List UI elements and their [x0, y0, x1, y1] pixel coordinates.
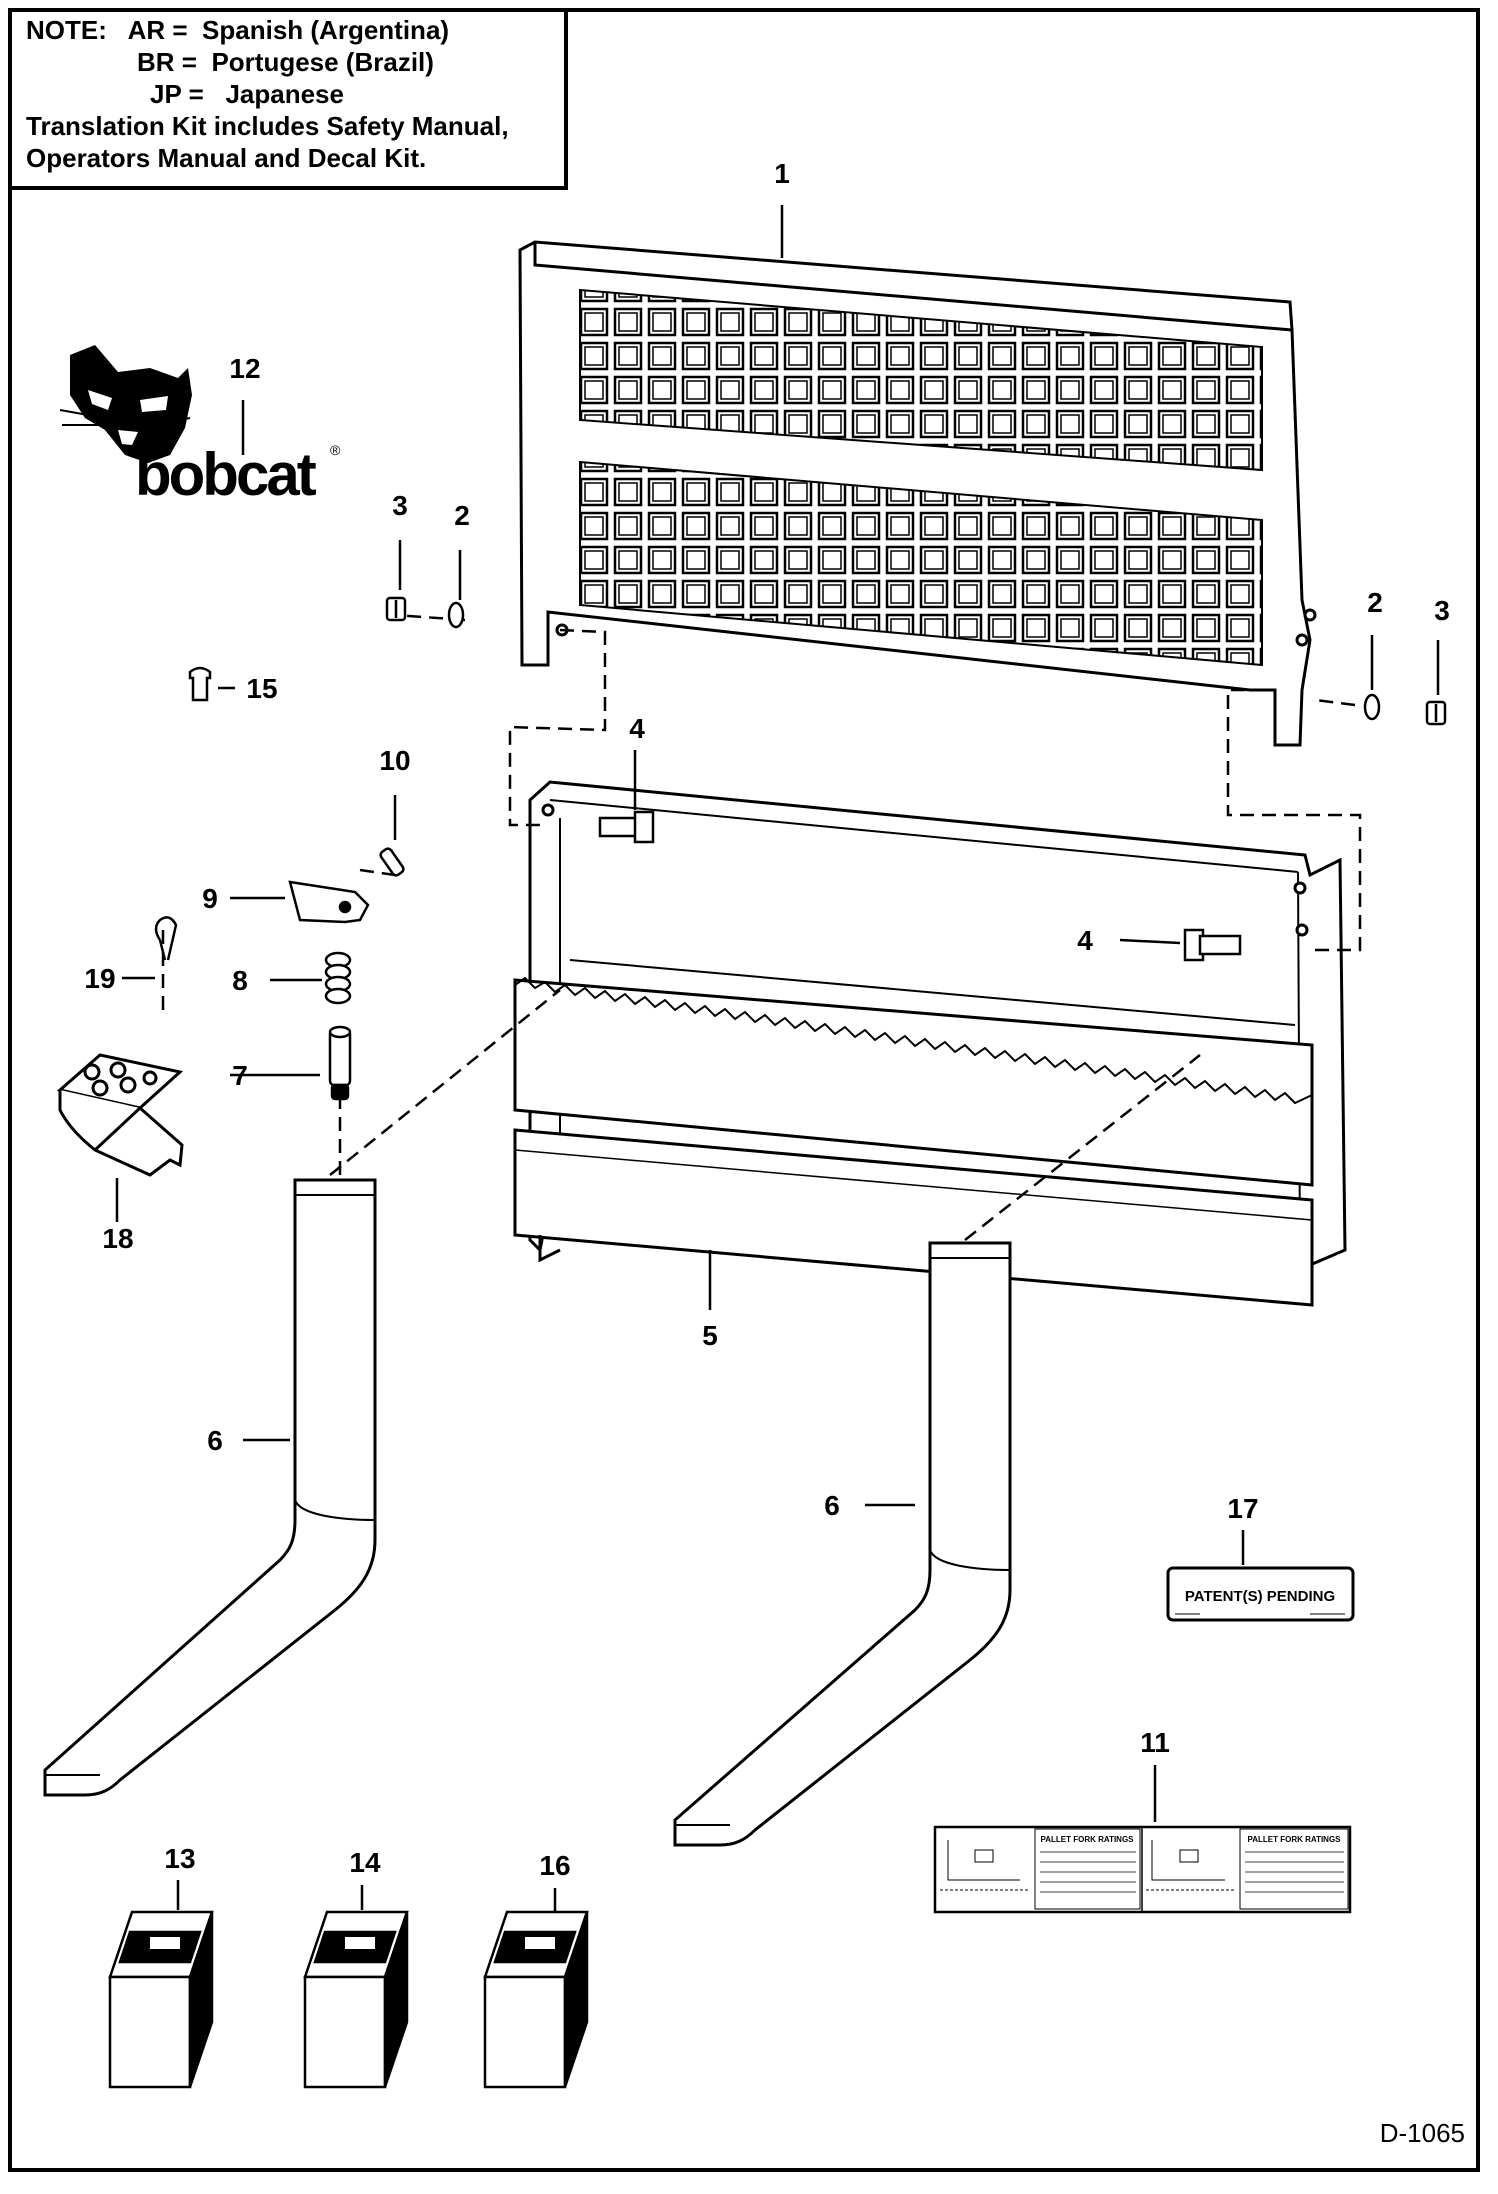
nut-3-left: [385, 596, 407, 622]
callout-11: 11: [1140, 1727, 1170, 1758]
patent-decal-17: PATENT(S) PENDING: [1166, 1566, 1355, 1622]
callout-1: 1: [774, 158, 790, 189]
hitch-pin-19: [154, 916, 178, 961]
rating-decal-11: PALLET FORK RATINGS PALLET FORK RATINGS: [933, 1825, 1352, 1914]
note-line-2: Operators Manual and Decal Kit.: [26, 143, 427, 173]
note-eq: =: [172, 15, 188, 45]
leader-lines: [115, 205, 1440, 1912]
note-code: AR: [127, 15, 166, 45]
callout-4: 4: [629, 713, 645, 744]
note-language: Portugese (Brazil): [211, 47, 434, 77]
fork-left: [43, 1178, 377, 1797]
callout-7: 7: [232, 1060, 248, 1091]
fork-right: [673, 1241, 1012, 1847]
note-row-ar: NOTE: AR = Spanish (Argentina): [26, 14, 564, 46]
callout-6: 6: [207, 1425, 223, 1456]
rating-title-left: PALLET FORK RATINGS: [1040, 1835, 1134, 1844]
bracket-18: [56, 1053, 184, 1177]
callout-8: 8: [232, 965, 248, 996]
bolt-4-upper: [598, 810, 655, 844]
note-code: BR: [137, 47, 175, 77]
note-row-jp: JP = Japanese: [26, 78, 564, 110]
callout-17: 17: [1227, 1493, 1258, 1524]
callout-9: 9: [202, 883, 218, 914]
callout-15: 15: [246, 673, 277, 704]
callout-10: 10: [379, 745, 410, 776]
registered-mark: ®: [330, 442, 341, 458]
note-code: JP: [150, 79, 182, 109]
washer-2-left: [447, 601, 465, 629]
rating-title-right: PALLET FORK RATINGS: [1247, 1835, 1341, 1844]
spring-8: [324, 951, 352, 1005]
callout-16: 16: [539, 1850, 570, 1881]
page-border: [8, 8, 1480, 2172]
grille-guard: [518, 240, 1317, 747]
note-label: NOTE:: [26, 15, 107, 45]
note-language: Japanese: [225, 79, 344, 109]
roll-pin-10: [379, 847, 405, 877]
kit-box-14: [303, 1910, 409, 2089]
callout-18: 18: [102, 1223, 133, 1254]
callout-3: 3: [1434, 595, 1450, 626]
nut-3-right: [1425, 700, 1447, 726]
callout-12: 12: [229, 353, 260, 384]
callout-4: 4: [1077, 925, 1093, 956]
note-language: Spanish (Argentina): [202, 15, 450, 45]
plug-15: [188, 666, 212, 702]
patent-decal-text: PATENT(S) PENDING: [1185, 1588, 1335, 1605]
callout-2: 2: [454, 500, 470, 531]
note-row-br: BR = Portugese (Brazil): [26, 46, 564, 78]
pin-7: [328, 1025, 352, 1101]
callout-3: 3: [392, 490, 408, 521]
callout-2: 2: [1367, 587, 1383, 618]
note-line-1: Translation Kit includes Safety Manual,: [26, 111, 509, 141]
note-box: NOTE: AR = Spanish (Argentina) BR = Port…: [8, 8, 568, 190]
bolt-4-lower: [1183, 928, 1242, 962]
kit-box-16: [483, 1910, 589, 2089]
callout-13: 13: [164, 1843, 195, 1874]
kit-box-13: [108, 1910, 214, 2089]
callout-5: 5: [702, 1320, 718, 1351]
assembly-lines: [161, 613, 1362, 1241]
note-eq: =: [188, 79, 204, 109]
lever-9: [288, 880, 370, 924]
callout-6: 6: [824, 1490, 840, 1521]
fork-carriage: [513, 780, 1347, 1307]
bobcat-logo-12: bobcat ®: [59, 345, 341, 508]
washer-2-right: [1363, 693, 1381, 721]
callout-19: 19: [84, 963, 115, 994]
drawing-number: D-1065: [1380, 2118, 1465, 2148]
bobcat-logo-text: bobcat: [135, 441, 317, 508]
callout-14: 14: [349, 1847, 381, 1878]
note-eq: =: [181, 47, 197, 77]
